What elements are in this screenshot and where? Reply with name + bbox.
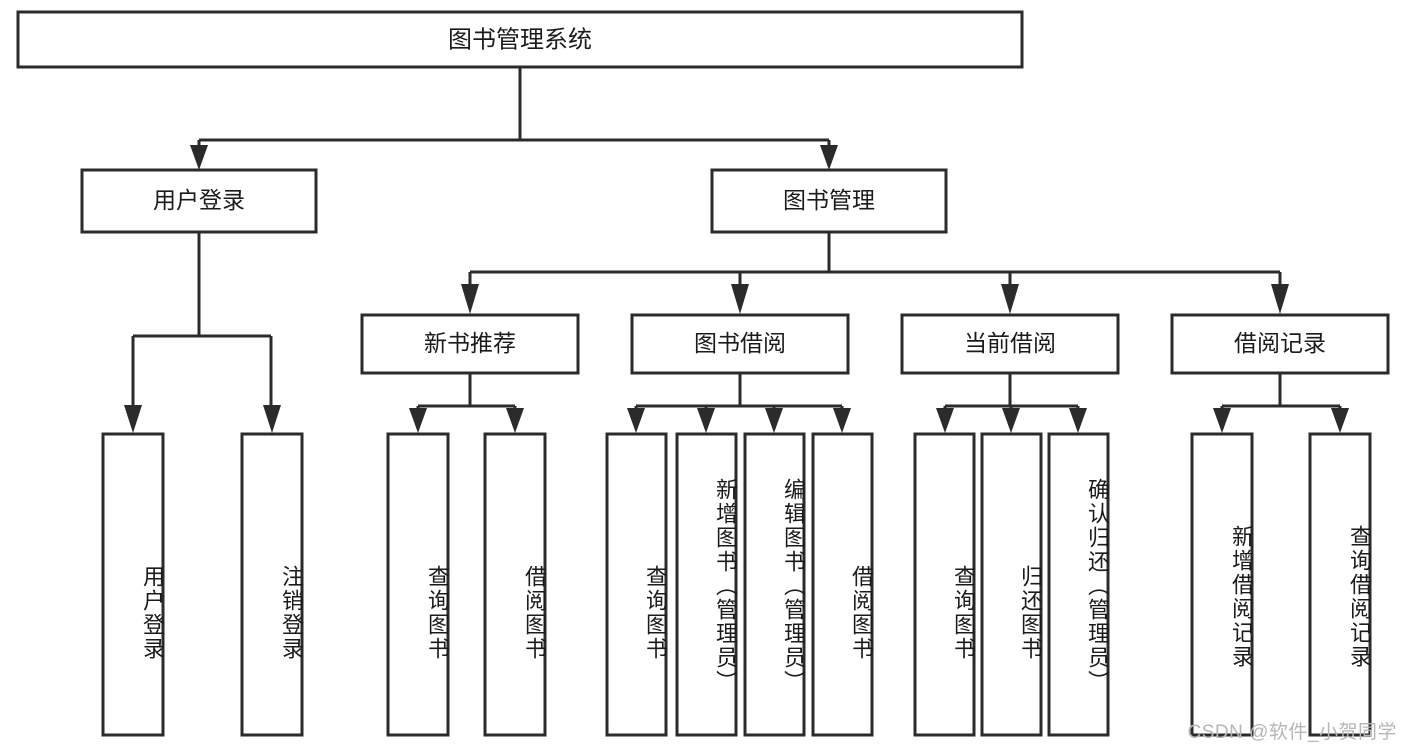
node-root[interactable]: 图书管理系统 xyxy=(16,10,1024,69)
node-root-rect[interactable] xyxy=(16,10,1024,69)
arrowhead-current-borrow xyxy=(1001,284,1019,314)
node-leaf-rec-add-rect[interactable] xyxy=(1190,432,1254,737)
node-current-borrow[interactable]: 当前借阅 xyxy=(900,313,1120,375)
node-leaf-borrow-query-rect[interactable] xyxy=(605,432,668,737)
node-borrow-record-rect[interactable] xyxy=(1170,313,1390,375)
arrowhead-leaf-borrow-do xyxy=(833,408,851,433)
arrowhead-leaf-rec-add xyxy=(1213,408,1231,433)
node-user-login-label: 用户登录 xyxy=(153,187,245,213)
node-leaf-borrow-do-rect[interactable] xyxy=(811,432,874,737)
arrowhead-leaf-cur-confirm xyxy=(1069,408,1087,433)
node-new-book-rec-rect[interactable] xyxy=(360,313,580,375)
arrowhead-borrow-record xyxy=(1271,284,1289,314)
arrowhead-user-login xyxy=(190,145,208,170)
arrowhead-leaf-rec-search xyxy=(1331,408,1349,433)
node-leaf-borrow-add-rect[interactable] xyxy=(675,432,738,737)
arrowhead-book-borrow xyxy=(731,284,749,314)
node-current-borrow-rect[interactable] xyxy=(900,313,1120,375)
node-leaf-rec-query-rect[interactable] xyxy=(386,432,450,737)
arrowhead-leaf-user-logout xyxy=(263,405,281,433)
node-book-manage-rect[interactable] xyxy=(710,168,948,234)
node-leaf-rec-borrow-rect[interactable] xyxy=(483,432,547,737)
arrowhead-new-book-rec xyxy=(461,284,479,314)
arrowhead-leaf-borrow-edit xyxy=(765,408,783,433)
node-leaf-borrow-edit-rect[interactable] xyxy=(743,432,806,737)
node-borrow-record[interactable]: 借阅记录 xyxy=(1170,313,1390,375)
node-book-manage[interactable]: 图书管理 xyxy=(710,168,948,234)
node-current-borrow-label: 当前借阅 xyxy=(964,330,1056,356)
node-leaf-user-logout-rect[interactable] xyxy=(240,432,304,737)
node-leaf-cur-confirm-rect[interactable] xyxy=(1047,432,1110,737)
node-book-borrow[interactable]: 图书借阅 xyxy=(630,313,850,375)
node-layer: 图书管理系统 用户登录 图书管理 新书推荐 图书借阅 当前 xyxy=(16,10,1390,737)
node-book-manage-label: 图书管理 xyxy=(783,187,875,213)
node-leaf-rec-search-rect[interactable] xyxy=(1308,432,1372,737)
node-user-login-rect[interactable] xyxy=(80,168,318,234)
node-book-borrow-label: 图书借阅 xyxy=(694,330,786,356)
arrowhead-leaf-rec-borrow xyxy=(506,408,524,433)
arrowhead-leaf-user-login xyxy=(124,405,142,433)
node-borrow-record-label: 借阅记录 xyxy=(1234,330,1326,356)
arrowhead-leaf-borrow-query xyxy=(627,408,645,433)
node-book-borrow-rect[interactable] xyxy=(630,313,850,375)
arrowhead-book-manage xyxy=(820,145,838,170)
node-user-login[interactable]: 用户登录 xyxy=(80,168,318,234)
connector-layer xyxy=(124,67,1349,433)
node-root-label: 图书管理系统 xyxy=(448,26,592,53)
node-leaf-user-login-rect[interactable] xyxy=(101,432,165,737)
node-new-book-rec[interactable]: 新书推荐 xyxy=(360,313,580,375)
csdn-watermark: CSDN @软件_小贺同学 xyxy=(1187,722,1397,743)
arrowhead-leaf-borrow-add xyxy=(697,408,715,433)
node-new-book-rec-label: 新书推荐 xyxy=(424,330,516,356)
node-leaf-cur-query-rect[interactable] xyxy=(913,432,976,737)
arrowhead-leaf-cur-return xyxy=(1002,408,1020,433)
arrowhead-leaf-rec-query xyxy=(409,408,427,433)
node-leaf-cur-return-rect[interactable] xyxy=(980,432,1043,737)
arrowhead-leaf-cur-query xyxy=(936,408,954,433)
